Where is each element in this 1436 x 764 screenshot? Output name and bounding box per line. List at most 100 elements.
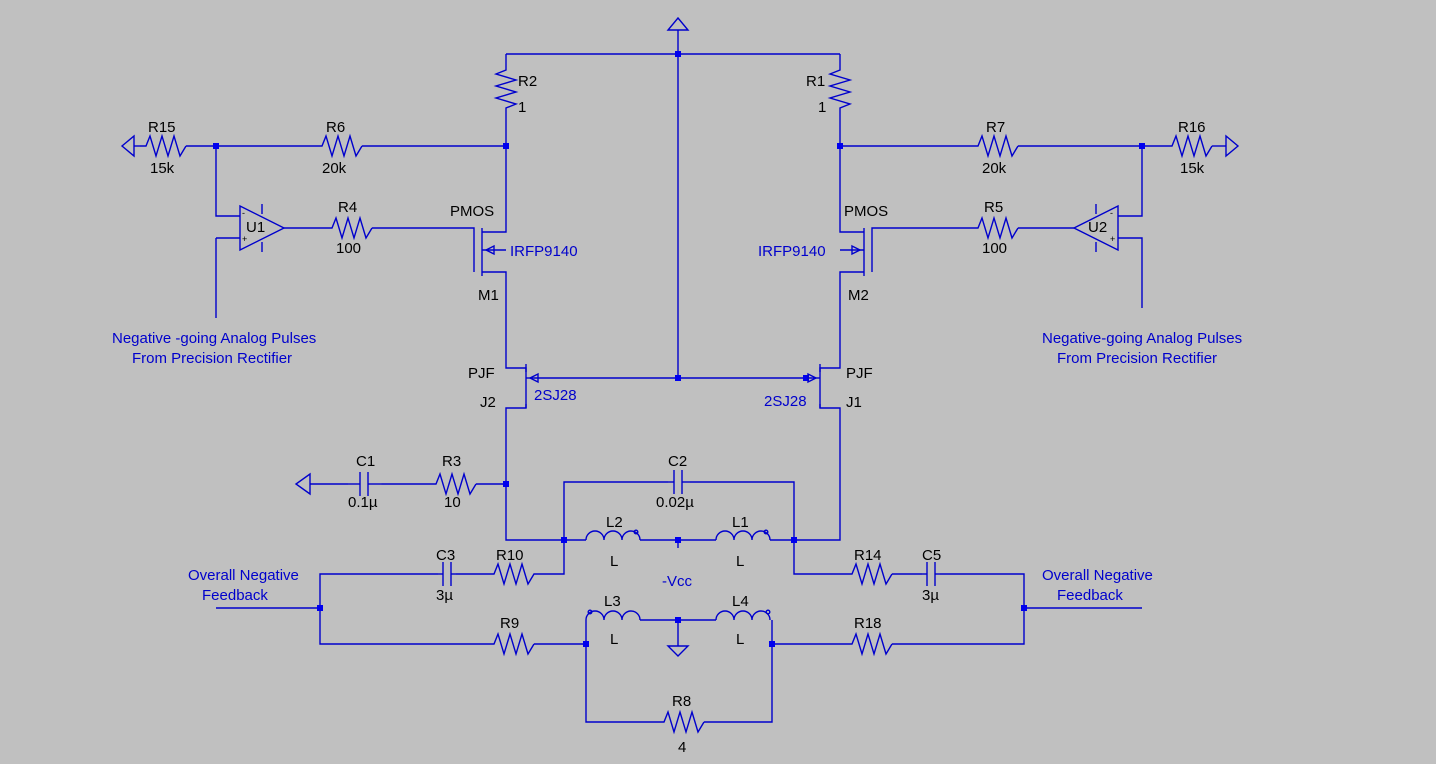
left-ground-flag bbox=[120, 134, 135, 158]
right-input-label-line1: Negative-going Analog Pulses bbox=[1042, 330, 1242, 347]
j2-type: PJF bbox=[468, 365, 495, 382]
u1-plus-pin: + bbox=[242, 234, 247, 244]
inductor-l4[interactable] bbox=[715, 610, 771, 621]
c2-ref: C2 bbox=[668, 453, 687, 470]
jfet-j2[interactable] bbox=[525, 364, 539, 408]
l3-value: L bbox=[610, 631, 618, 648]
r15-value: 15k bbox=[150, 160, 175, 177]
resistor-r16[interactable] bbox=[1166, 133, 1213, 159]
m2-model: IRFP9140 bbox=[758, 243, 826, 260]
l3-ref: L3 bbox=[604, 593, 621, 610]
r9-ref: R9 bbox=[500, 615, 519, 632]
right-feedback-label-line1: Overall Negative bbox=[1042, 567, 1153, 584]
capacitor-c3[interactable] bbox=[438, 562, 456, 586]
m1-ref: M1 bbox=[478, 287, 499, 304]
r2-ref: R2 bbox=[518, 73, 537, 90]
left-feedback-label-line1: Overall Negative bbox=[188, 567, 299, 584]
l1-ref: L1 bbox=[732, 514, 749, 531]
opamp-u2[interactable] bbox=[1072, 204, 1119, 252]
l2-ref: L2 bbox=[606, 514, 623, 531]
r6-ref: R6 bbox=[326, 119, 345, 136]
resistor-r5[interactable] bbox=[972, 215, 1019, 241]
resistor-r10[interactable] bbox=[488, 561, 554, 587]
c1-value: 0.1µ bbox=[348, 494, 378, 511]
resistor-r3[interactable] bbox=[430, 471, 477, 497]
r8-value: 4 bbox=[678, 739, 686, 756]
inductor-l1[interactable] bbox=[715, 530, 771, 541]
r14-ref: R14 bbox=[854, 547, 882, 564]
r8-ref: R8 bbox=[672, 693, 691, 710]
r4-ref: R4 bbox=[338, 199, 357, 216]
r7-ref: R7 bbox=[986, 119, 1005, 136]
capacitor-c1[interactable] bbox=[348, 472, 382, 496]
opamp-u1[interactable] bbox=[239, 204, 286, 252]
left-input-label-line1: Negative -going Analog Pulses bbox=[112, 330, 316, 347]
resistor-r9[interactable] bbox=[488, 631, 535, 657]
right-feedback-label-line2: Feedback bbox=[1057, 587, 1123, 604]
resistor-r1[interactable] bbox=[827, 66, 853, 116]
c1-ground-flag bbox=[294, 472, 311, 496]
c1-ref: C1 bbox=[356, 453, 375, 470]
resistor-r8[interactable] bbox=[658, 709, 705, 735]
j1-type: PJF bbox=[846, 365, 873, 382]
c3-ref: C3 bbox=[436, 547, 455, 564]
u1-ref: U1 bbox=[246, 219, 265, 236]
r3-value: 10 bbox=[444, 494, 461, 511]
resistor-r2[interactable] bbox=[493, 66, 519, 116]
left-input-label-line2: From Precision Rectifier bbox=[132, 350, 292, 367]
m1-type: PMOS bbox=[450, 203, 494, 220]
r7-value: 20k bbox=[982, 160, 1007, 177]
c5-ref: C5 bbox=[922, 547, 941, 564]
resistor-r15[interactable] bbox=[140, 133, 187, 159]
r16-value: 15k bbox=[1180, 160, 1205, 177]
resistor-r18[interactable] bbox=[846, 631, 893, 657]
mosfet-m2[interactable] bbox=[839, 220, 873, 276]
j1-model: 2SJ28 bbox=[764, 393, 807, 410]
u2-minus-pin: - bbox=[1110, 208, 1113, 218]
c5-value: 3µ bbox=[922, 587, 939, 604]
r1-ref: R1 bbox=[806, 73, 825, 90]
right-input-label-line2: From Precision Rectifier bbox=[1057, 350, 1217, 367]
capacitor-c2[interactable] bbox=[668, 470, 690, 494]
left-feedback-label-line2: Feedback bbox=[202, 587, 268, 604]
r10-ref: R10 bbox=[496, 547, 524, 564]
l2-value: L bbox=[610, 553, 618, 570]
r15-ref: R15 bbox=[148, 119, 176, 136]
m2-type: PMOS bbox=[844, 203, 888, 220]
r4-value: 100 bbox=[336, 240, 361, 257]
r5-ref: R5 bbox=[984, 199, 1003, 216]
c2-value: 0.02µ bbox=[656, 494, 694, 511]
inductor-l3[interactable] bbox=[585, 610, 641, 621]
r1-value: 1 bbox=[818, 99, 826, 116]
vcc-net-label: -Vcc bbox=[662, 573, 693, 590]
resistor-r7[interactable] bbox=[972, 133, 1019, 159]
mosfet-m1[interactable] bbox=[473, 220, 507, 276]
top-supply-flag bbox=[666, 16, 690, 31]
resistor-r14[interactable] bbox=[846, 561, 893, 587]
r18-ref: R18 bbox=[854, 615, 882, 632]
r2-value: 1 bbox=[518, 99, 526, 116]
l1-value: L bbox=[736, 553, 744, 570]
jfet-j1[interactable] bbox=[807, 364, 821, 408]
u2-ref: U2 bbox=[1088, 219, 1107, 236]
j1-ref: J1 bbox=[846, 394, 862, 411]
resistor-r4[interactable] bbox=[326, 215, 373, 241]
l4-value: L bbox=[736, 631, 744, 648]
r3-ref: R3 bbox=[442, 453, 461, 470]
m1-model: IRFP9140 bbox=[510, 243, 578, 260]
capacitor-c5[interactable] bbox=[922, 562, 940, 586]
l4-ref: L4 bbox=[732, 593, 749, 610]
u1-minus-pin: - bbox=[242, 208, 245, 218]
m2-ref: M2 bbox=[848, 287, 869, 304]
j2-ref: J2 bbox=[480, 394, 496, 411]
r5-value: 100 bbox=[982, 240, 1007, 257]
inductor-l2[interactable] bbox=[585, 530, 641, 541]
r6-value: 20k bbox=[322, 160, 347, 177]
l3-ground-flag bbox=[666, 645, 690, 657]
j2-model: 2SJ28 bbox=[534, 387, 577, 404]
resistor-r6[interactable] bbox=[316, 133, 363, 159]
c3-value: 3µ bbox=[436, 587, 453, 604]
right-ground-flag bbox=[1225, 134, 1240, 158]
